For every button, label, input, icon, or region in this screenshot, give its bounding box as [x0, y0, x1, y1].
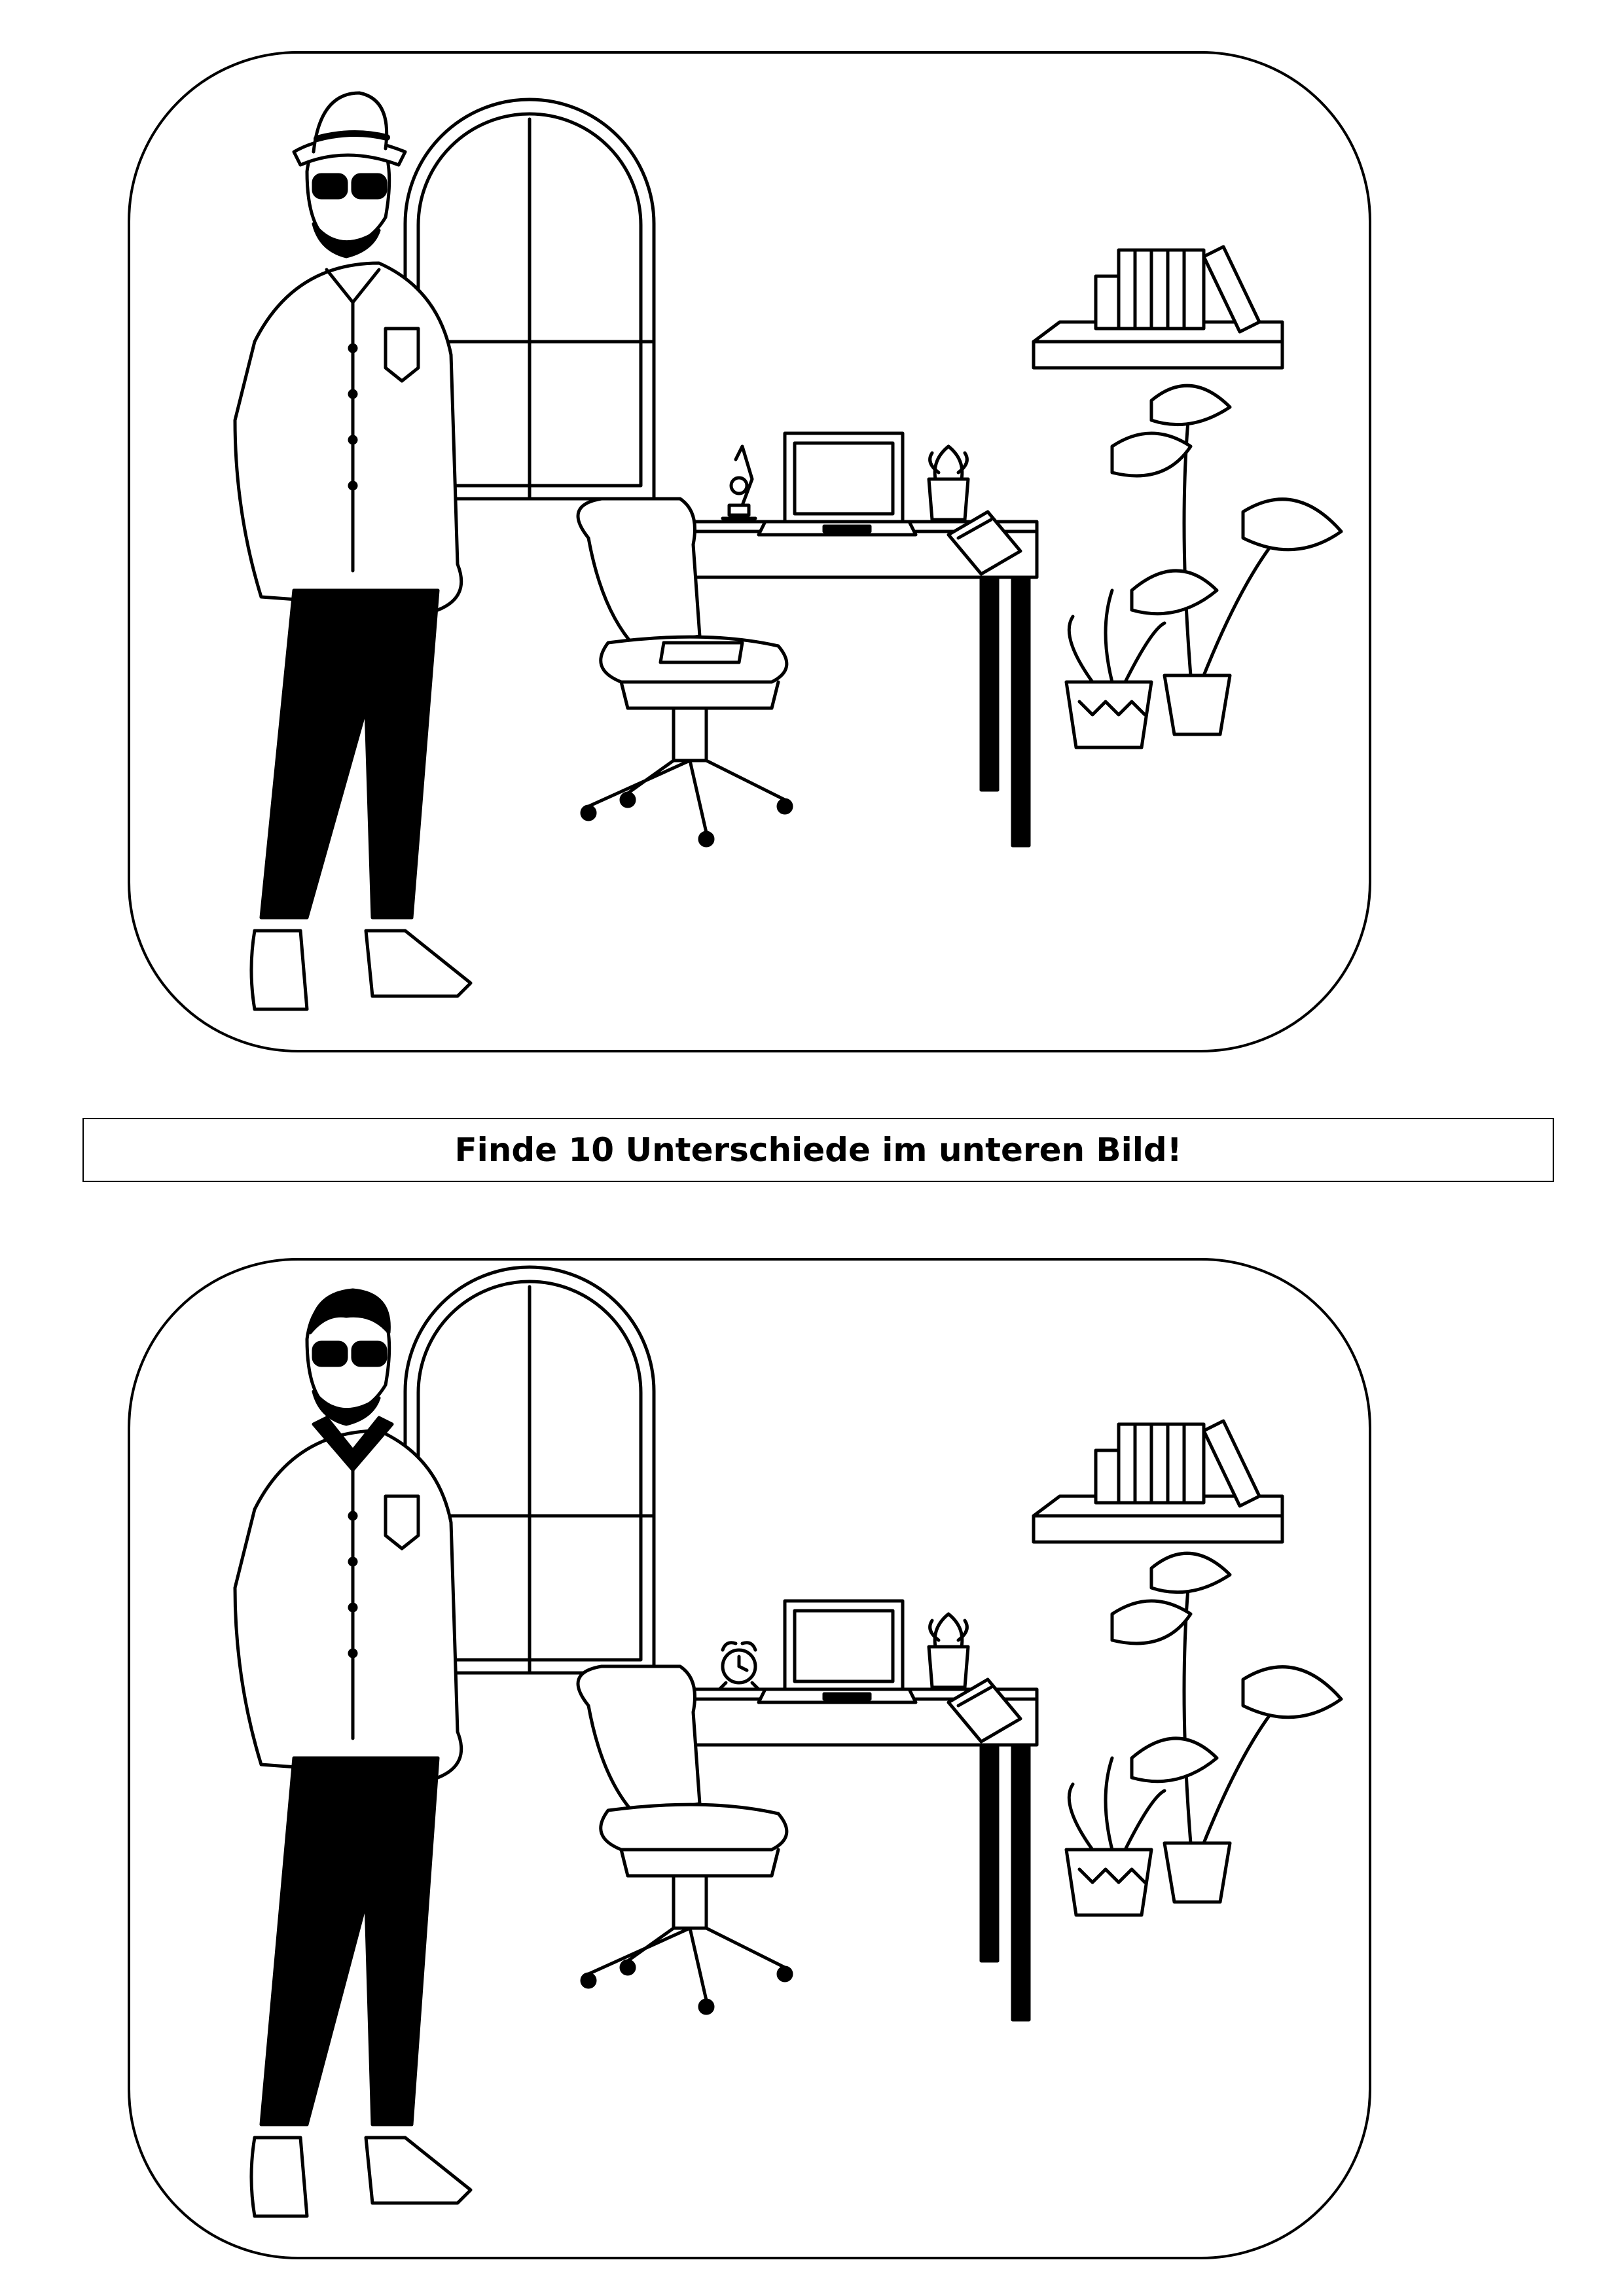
alarm-clock: [717, 1641, 761, 1691]
altered-picture-panel: [128, 1258, 1371, 2259]
original-picture-panel: [128, 51, 1371, 1052]
arched-window: [403, 1265, 656, 1675]
succulent-pot: [927, 1612, 970, 1689]
instruction-banner: Finde 10 Unterschiede im unteren Bild!: [82, 1118, 1554, 1182]
man-figure: [233, 1288, 473, 2218]
arched-window: [403, 98, 656, 501]
office-chair: [576, 497, 793, 848]
altered-scene: [233, 1265, 1343, 2218]
office-chair: [576, 1664, 793, 2015]
microscope: [721, 444, 757, 520]
fedora-hat: [292, 91, 407, 167]
bookshelf: [1032, 245, 1284, 370]
potted-plants: [1064, 1551, 1343, 1917]
notebook: [947, 1677, 1022, 1744]
bookshelf: [1032, 1419, 1284, 1544]
succulent-pot: [927, 444, 970, 522]
instruction-text: Finde 10 Unterschiede im unteren Bild!: [454, 1131, 1182, 1169]
potted-plants: [1064, 384, 1343, 749]
phone-on-chair: [659, 641, 744, 664]
original-scene: [233, 91, 1343, 1011]
notebook: [947, 510, 1022, 576]
